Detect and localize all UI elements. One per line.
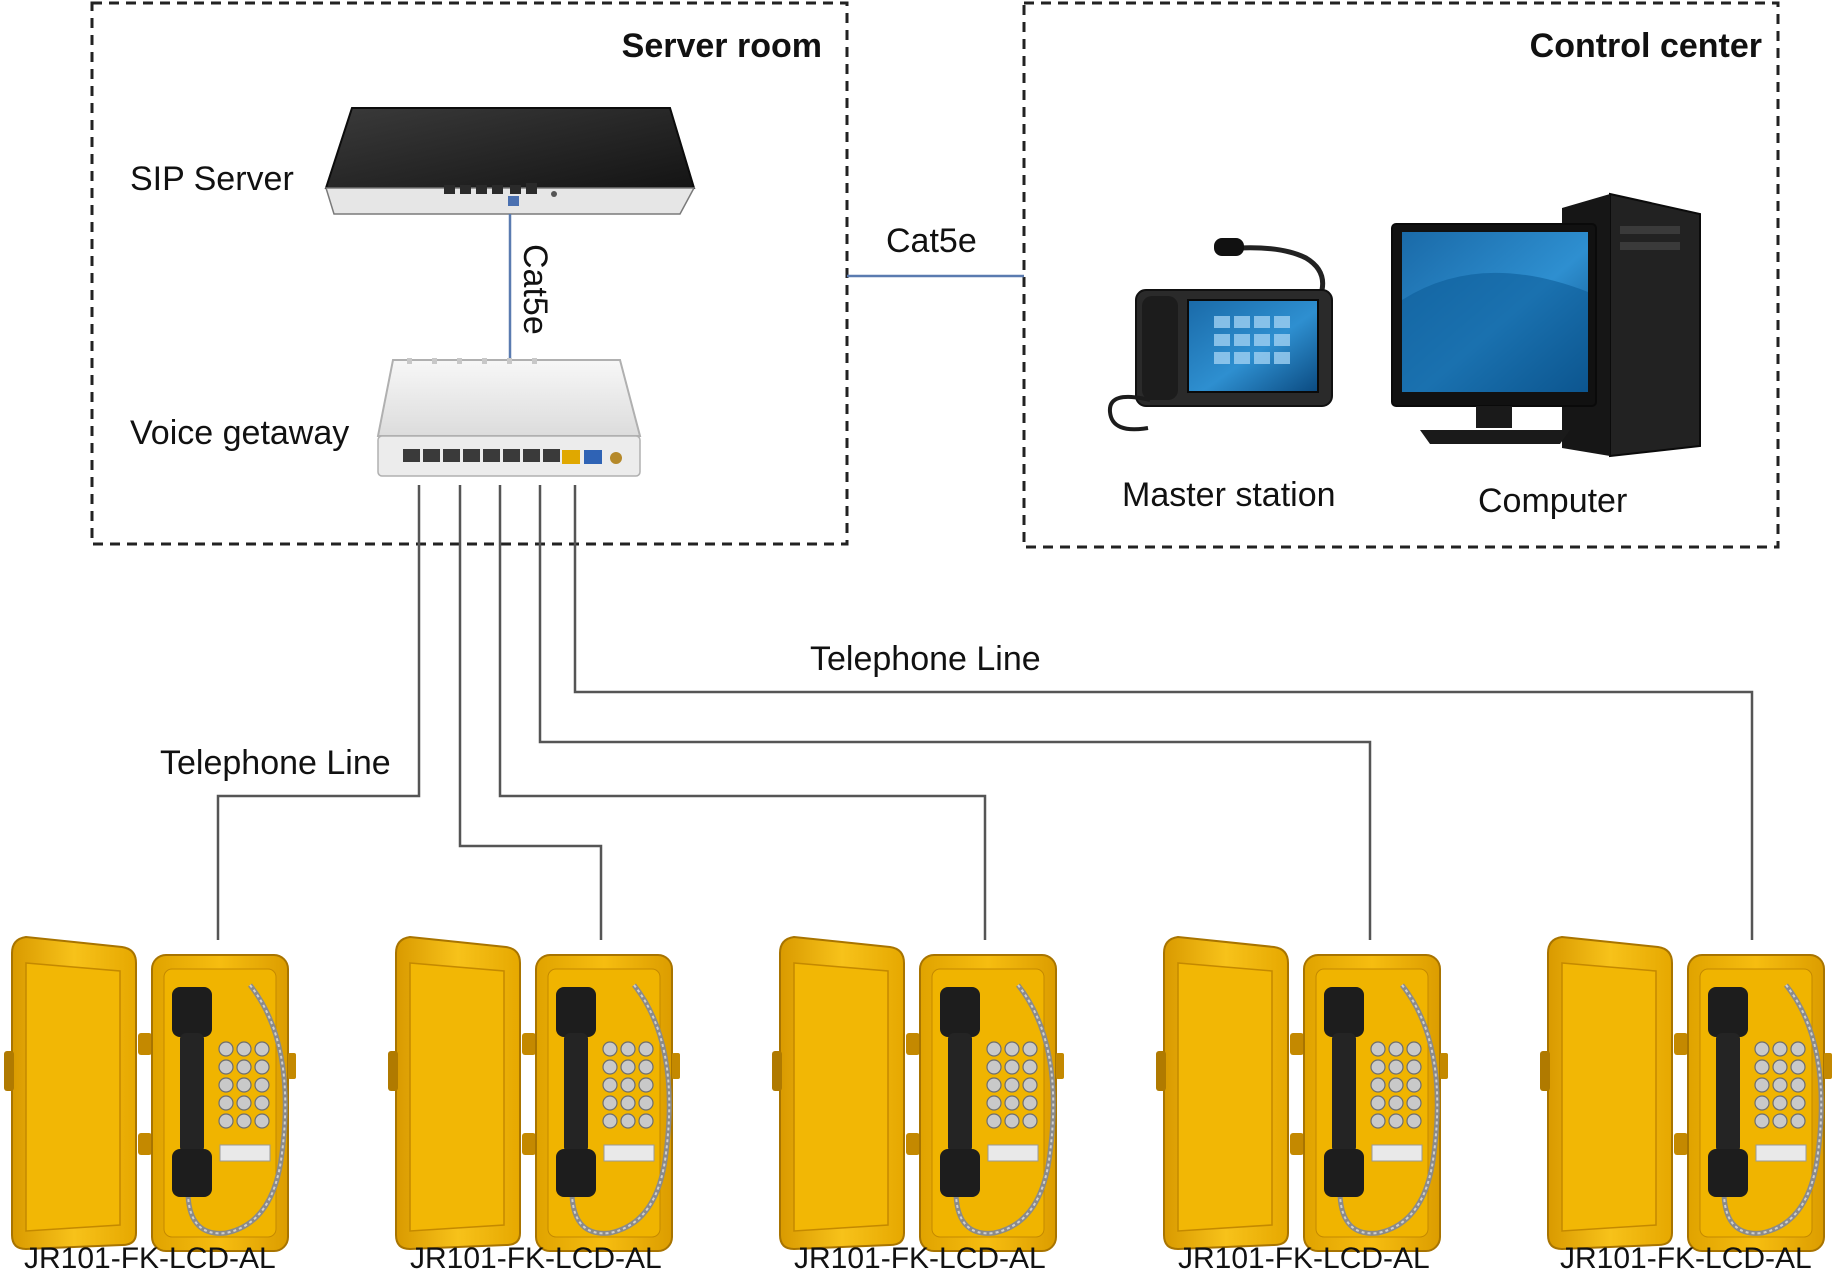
- cat5e-vertical-label: Cat5e: [516, 244, 554, 335]
- sip-server-label: SIP Server: [130, 160, 294, 198]
- telephone-model-label-3: JR101-FK-LCD-AL: [794, 1242, 1046, 1275]
- telephone-model-label-5: JR101-FK-LCD-AL: [1560, 1242, 1812, 1275]
- control-center-zone: Control center: [1022, 1, 1780, 549]
- computer-label: Computer: [1478, 482, 1627, 520]
- telephone-unit-4: [1156, 937, 1448, 1251]
- server-room-zone: Server room: [90, 1, 849, 546]
- cat5e-horizontal-label: Cat5e: [886, 222, 977, 260]
- telephone-lines: [216, 485, 1754, 940]
- phone-icon: [1540, 937, 1832, 1251]
- master-station-label: Master station: [1122, 476, 1336, 514]
- telephone-model-label-1: JR101-FK-LCD-AL: [24, 1242, 276, 1275]
- telephone-line-4: [538, 485, 1372, 940]
- voice-gateway-device: [376, 358, 642, 477]
- telephone-unit-1: [4, 937, 296, 1251]
- phone-icon: [1156, 937, 1448, 1251]
- telephone-unit-2: [388, 937, 680, 1251]
- telephone-line-1: [216, 485, 421, 940]
- voice-gateway-label: Voice getaway: [130, 414, 349, 452]
- telephone-unit-3: [772, 937, 1064, 1251]
- server-room-title: Server room: [622, 27, 822, 65]
- control-center-title: Control center: [1530, 27, 1762, 65]
- master-station-device: [1107, 238, 1333, 432]
- telephone-unit-5: [1540, 937, 1832, 1251]
- telephone-line-2: [458, 485, 603, 940]
- phone-icon: [388, 937, 680, 1251]
- computer-device: [1391, 192, 1701, 458]
- phone-icon: [4, 937, 296, 1251]
- telephone-model-label-4: JR101-FK-LCD-AL: [1178, 1242, 1430, 1275]
- sip-server-device: [324, 107, 696, 215]
- telephone-line-label-left: Telephone Line: [160, 744, 391, 782]
- telephone-line-5: [573, 485, 1754, 940]
- phone-icon: [772, 937, 1064, 1251]
- telephone-line-label-top: Telephone Line: [810, 640, 1041, 678]
- telephone-model-label-2: JR101-FK-LCD-AL: [410, 1242, 662, 1275]
- telephone-line-3: [498, 485, 987, 940]
